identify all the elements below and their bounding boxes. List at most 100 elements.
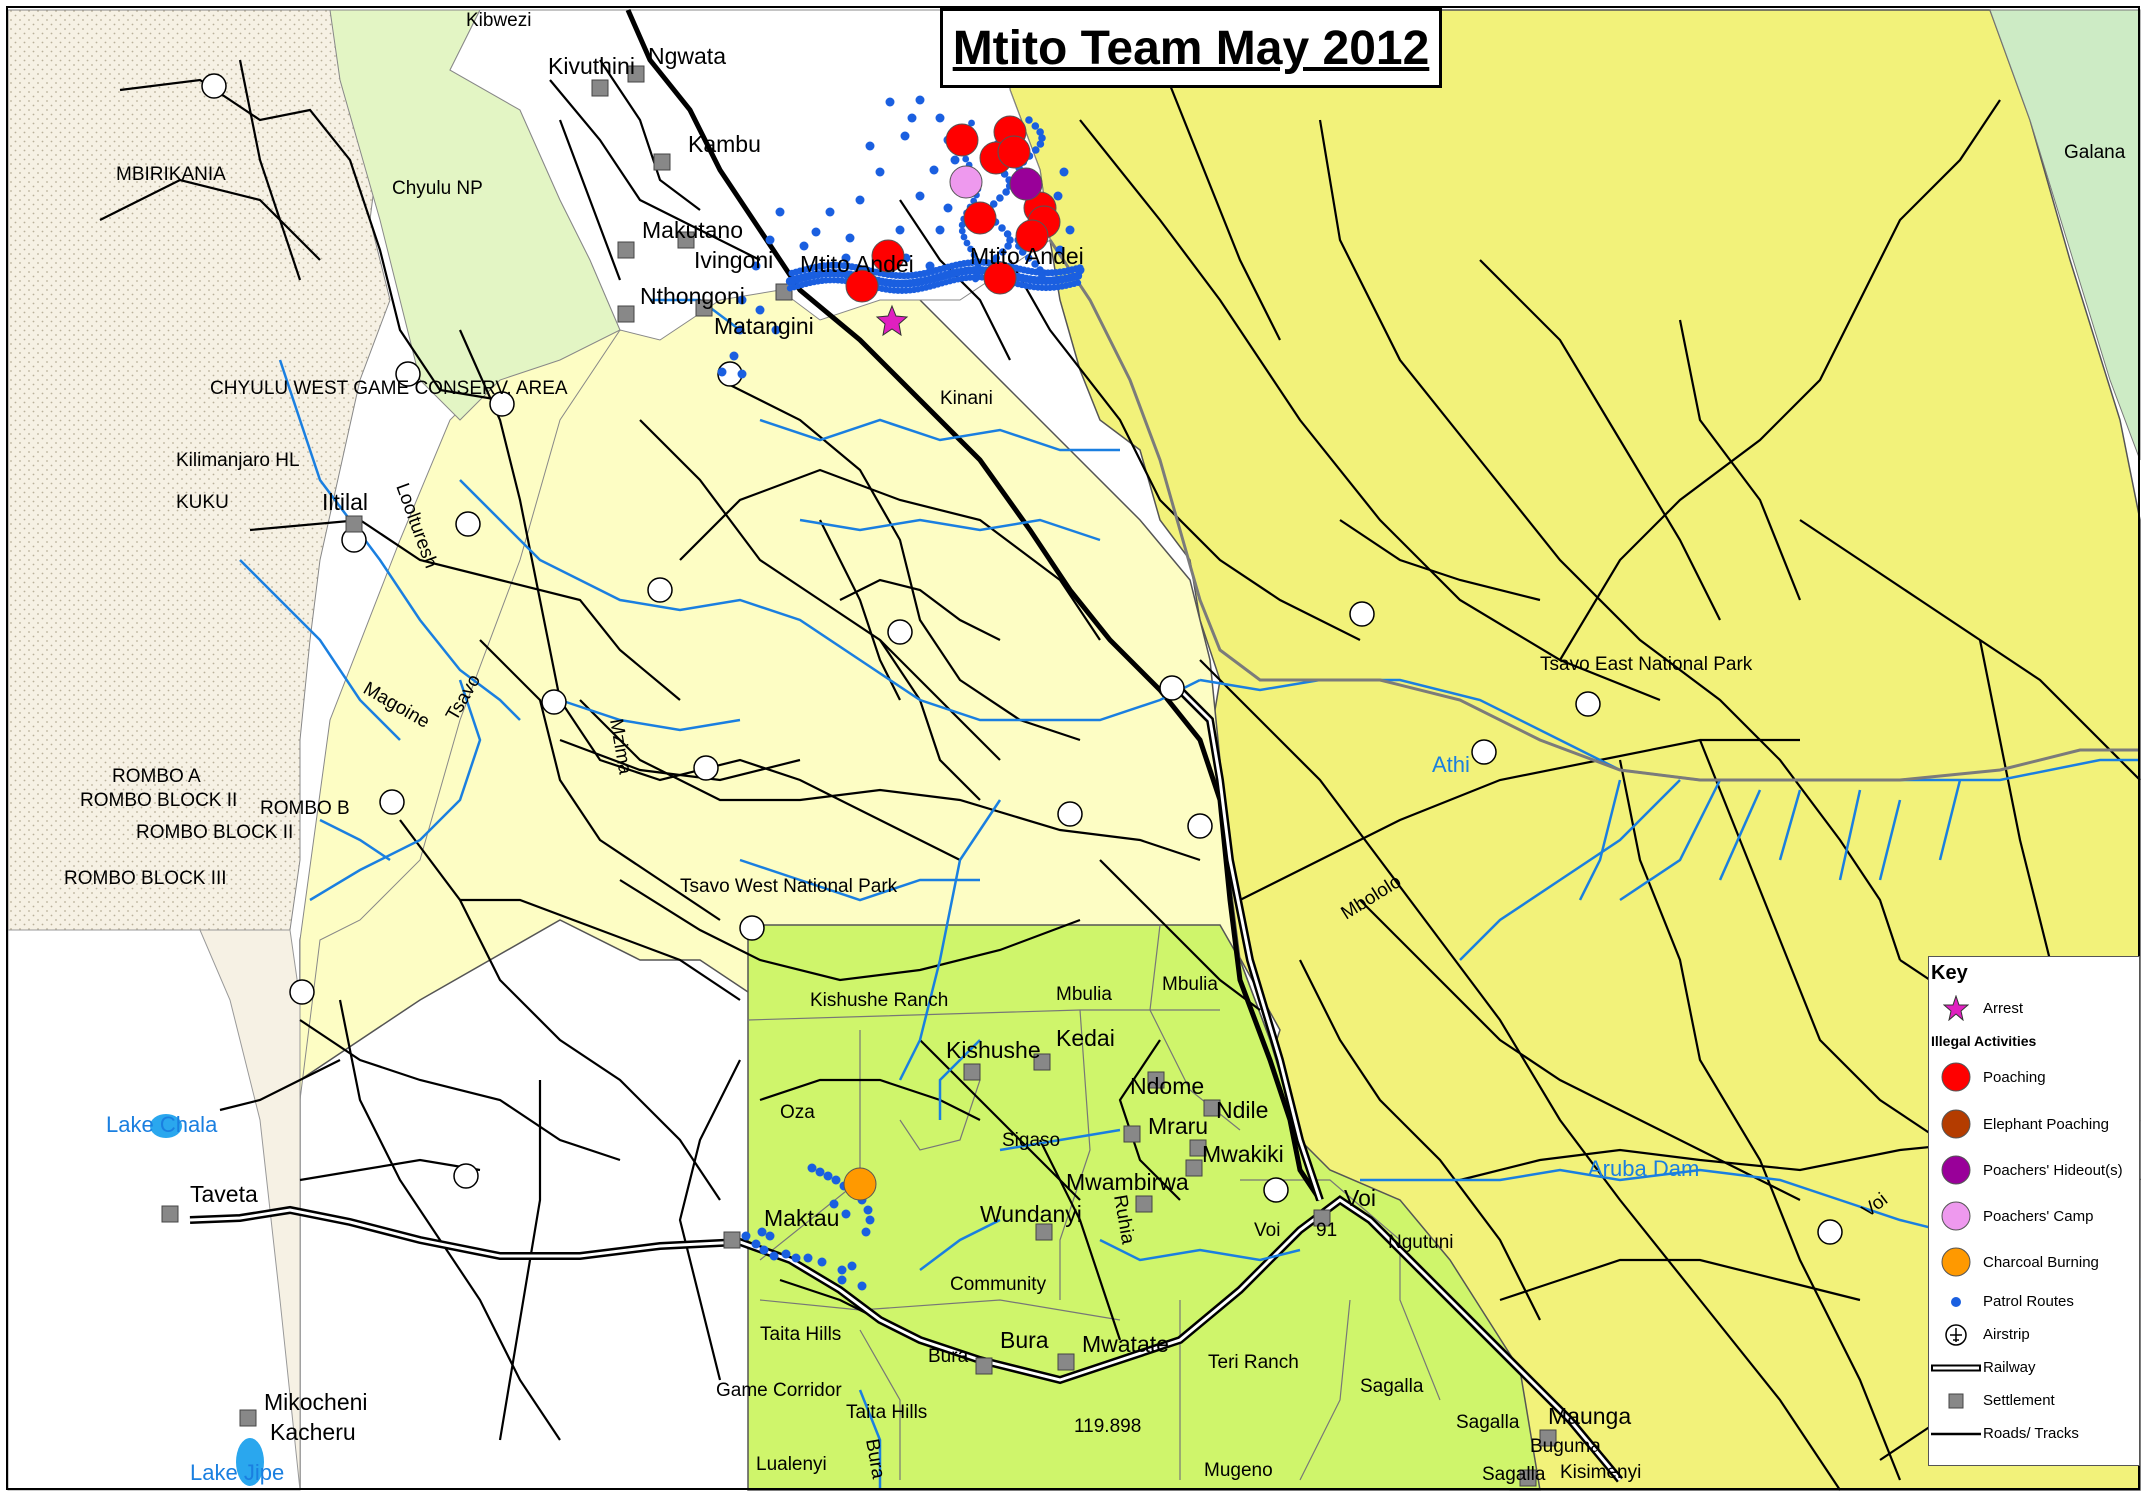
- patrol-dot: [737, 295, 747, 305]
- railway: [189, 687, 1624, 1483]
- patrol-dot: [963, 239, 971, 247]
- airstrip-icon: [887, 619, 913, 645]
- patrol-dot: [1038, 272, 1046, 280]
- patrol-dot: [823, 1171, 833, 1181]
- label-kacheru: Kacheru: [270, 1419, 356, 1445]
- patrol-dot: [900, 131, 910, 141]
- settlement-icon: [1203, 1099, 1221, 1117]
- patrol-dot: [737, 369, 747, 379]
- settlement-icon: [695, 299, 713, 317]
- patrol-dot: [791, 1253, 801, 1263]
- label-community: Community: [950, 1274, 1047, 1295]
- patrol-dot: [1055, 245, 1065, 255]
- patrol-dot: [817, 1257, 827, 1267]
- label-kinani: Kinani: [940, 388, 993, 409]
- label-maktau: Maktau: [764, 1205, 839, 1231]
- key-heading: Key: [1931, 962, 1968, 984]
- settlements: [161, 65, 1557, 1487]
- patrol-dot: [1036, 140, 1045, 148]
- label-lake-chala: Lake Chala: [106, 1112, 218, 1137]
- label-voi-elev: 91: [1316, 1220, 1337, 1241]
- patrol-dot: [847, 1261, 857, 1271]
- patrol-dot: [815, 1167, 825, 1177]
- patrol-dot: [962, 155, 970, 163]
- label-galana: Galana: [2064, 142, 2126, 163]
- airstrip-icon: [453, 1163, 479, 1189]
- settlement-icon: [345, 515, 363, 533]
- poaching-marker: [983, 261, 1017, 295]
- settlement-icon: [963, 1063, 981, 1081]
- patrol-dot: [759, 1245, 769, 1255]
- label-lake-jipe: Lake Jipe: [190, 1460, 284, 1485]
- settlement-icon: [1147, 1071, 1165, 1089]
- patrol-dot: [1025, 116, 1033, 124]
- label-mtito-andei-2: Mtito Andei: [970, 243, 1084, 269]
- blue-dot-icon: [1951, 1296, 1961, 1307]
- label-voi-sub: Voi: [1254, 1220, 1280, 1241]
- patrol-dot: [998, 248, 1007, 256]
- patrol-dot: [741, 1231, 751, 1241]
- label-mwambirwa: Mwambirwa: [1066, 1169, 1189, 1195]
- settlement-icon: [677, 231, 695, 249]
- patrol-dot: [967, 245, 974, 253]
- road-line-icon: [1931, 1432, 1981, 1435]
- orange-circle-icon: [1941, 1247, 1971, 1277]
- patrol-dot: [929, 165, 939, 175]
- patrol-dot: [998, 224, 1006, 232]
- patrol-dot: [925, 261, 935, 271]
- airstrip-icon: [1817, 1219, 1843, 1245]
- airstrip-icon: [1187, 813, 1213, 839]
- label-elev: 119.898: [1074, 1416, 1141, 1437]
- key-row-patrol: Patrol Routes: [1929, 1285, 2139, 1318]
- settlement-icon: [1123, 1125, 1141, 1143]
- label-sagalla-1: Sagalla: [1360, 1376, 1424, 1397]
- patrol-dot: [935, 113, 945, 123]
- athi-river: [1048, 239, 2140, 782]
- patrol-dot: [771, 325, 781, 335]
- patrol-dot: [1059, 167, 1069, 177]
- label-sagalla-3: Sagalla: [1482, 1464, 1546, 1485]
- label-nthongoni: Nthongoni: [640, 283, 745, 309]
- patrol-dot: [837, 1265, 847, 1275]
- patrol-dot: [863, 1205, 873, 1215]
- patrol-dot: [831, 1175, 841, 1185]
- patrol-dot: [950, 155, 960, 165]
- patrol-dot: [857, 1281, 867, 1291]
- airstrip-icon: [1471, 739, 1497, 765]
- settlement-icon: [1539, 1429, 1557, 1447]
- patrol-dot: [968, 119, 975, 127]
- label-mraru: Mraru: [1148, 1113, 1208, 1139]
- map-key: Key Arrest Illegal Activities Poaching E…: [1928, 956, 2140, 1466]
- label-kishushe-ranch: Kishushe Ranch: [810, 990, 948, 1011]
- patrol-dot: [974, 263, 982, 271]
- patrol-dot: [1006, 236, 1014, 244]
- poaching-marker: [963, 201, 997, 235]
- incident-markers: [843, 115, 1061, 1201]
- label-sigaso: Sigaso: [1002, 1130, 1060, 1151]
- airstrip-icon: [395, 361, 421, 387]
- settlement-square-icon: [1948, 1393, 1964, 1408]
- label-rombo-block-iii: ROMBO BLOCK III: [64, 868, 227, 889]
- label-athi: Athi: [1432, 752, 1470, 777]
- lake-chala: [150, 1114, 182, 1138]
- patrol-dot: [769, 1251, 779, 1261]
- airstrip-icon: [1263, 1177, 1289, 1203]
- label-ngutuni: Ngutuni: [1388, 1232, 1454, 1253]
- label-ndome: Ndome: [1130, 1073, 1204, 1099]
- label-kedai: Kedai: [1056, 1025, 1115, 1051]
- settlement-icon: [1519, 1469, 1537, 1487]
- poaching-marker: [1015, 219, 1049, 253]
- label-taveta: Taveta: [190, 1181, 258, 1207]
- patrol-dot: [775, 207, 785, 217]
- patrol-dot: [865, 1215, 875, 1225]
- patrol-dot: [729, 351, 739, 361]
- airstrip-icon: [1575, 691, 1601, 717]
- settlement-icon: [1035, 1223, 1053, 1241]
- patrol-dot: [958, 221, 966, 229]
- airstrip-icon: [289, 979, 315, 1005]
- label-tsavo-east: Tsavo East National Park: [1540, 654, 1753, 675]
- label-kambu: Kambu: [688, 131, 761, 157]
- patrol-dot: [1031, 146, 1040, 154]
- label-ndile: Ndile: [1216, 1097, 1268, 1123]
